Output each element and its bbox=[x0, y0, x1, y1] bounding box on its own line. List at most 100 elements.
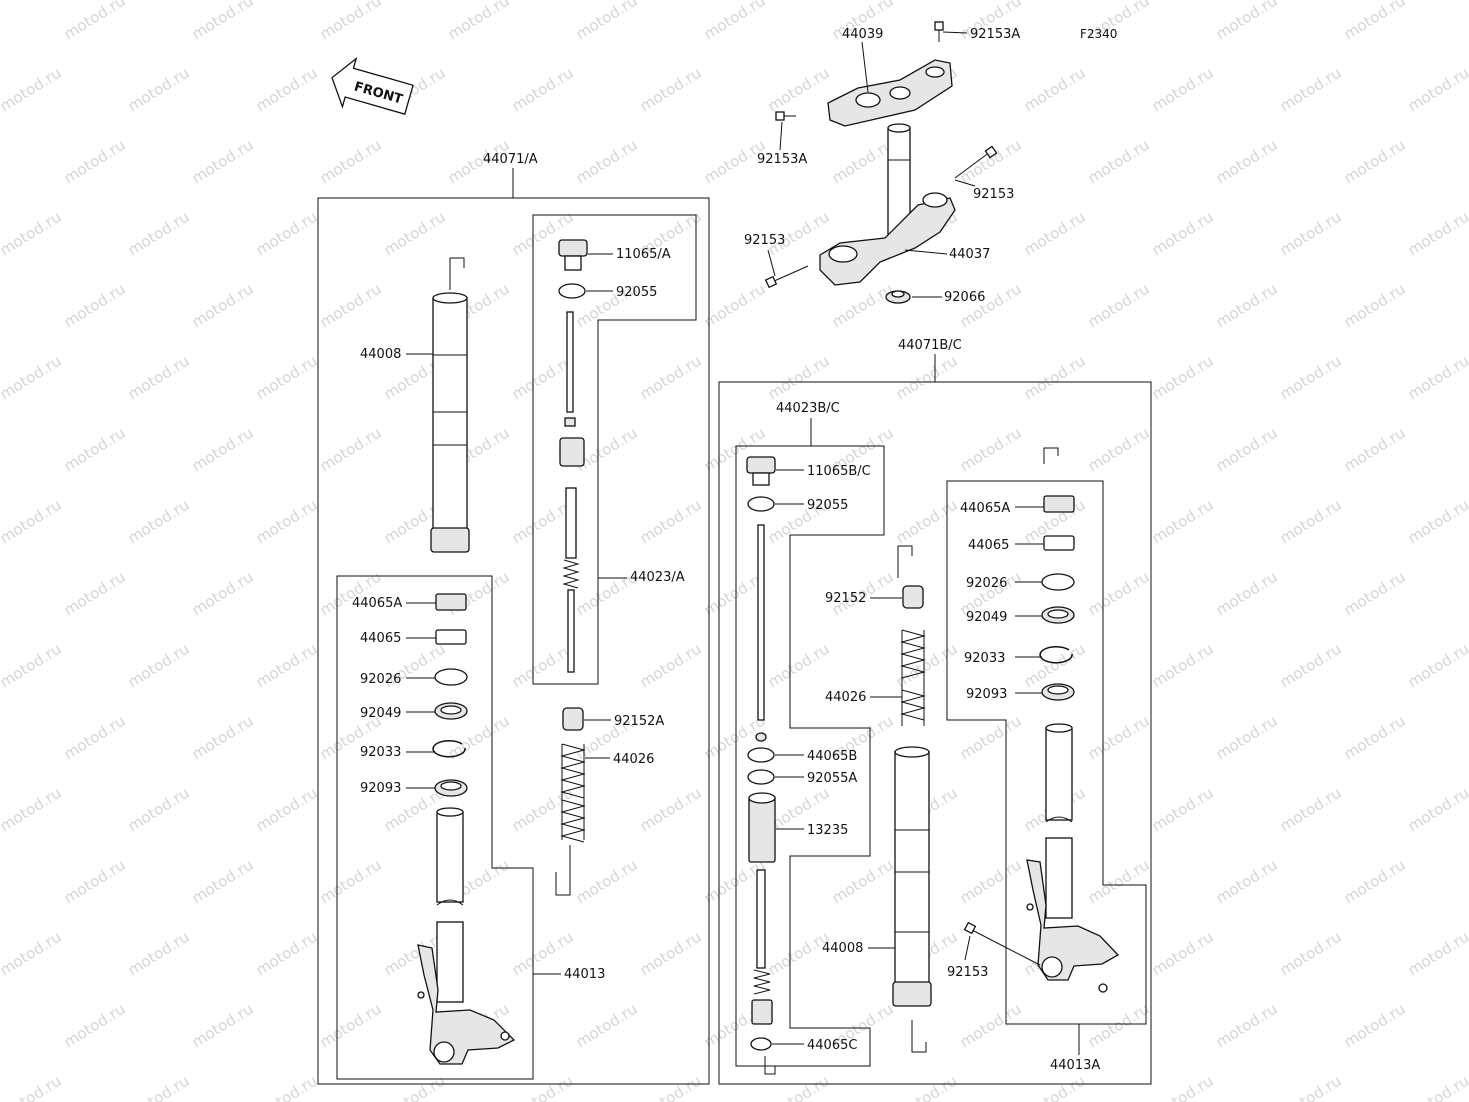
watermark-text: motod.ru bbox=[1149, 496, 1217, 548]
watermark-text: motod.ru bbox=[0, 208, 64, 260]
watermark-text: motod.ru bbox=[1341, 856, 1409, 908]
washer-92026-b bbox=[1041, 573, 1075, 591]
watermark-text: motod.ru bbox=[637, 784, 705, 836]
watermark-text: motod.ru bbox=[509, 352, 577, 404]
watermark-text: motod.ru bbox=[957, 712, 1025, 764]
outer-tube-44008-a bbox=[430, 257, 470, 553]
watermark-text: motod.ru bbox=[1277, 1072, 1345, 1102]
label-44065C: 44065C bbox=[807, 1038, 857, 1053]
watermark-text: motod.ru bbox=[189, 136, 257, 188]
label-92152: 92152 bbox=[825, 591, 866, 606]
watermark-text: motod.ru bbox=[0, 784, 64, 836]
label-44008-b: 44008 bbox=[822, 941, 863, 956]
watermark-text: motod.ru bbox=[701, 280, 769, 332]
watermark-text: motod.ru bbox=[189, 856, 257, 908]
watermark-text: motod.ru bbox=[1085, 280, 1153, 332]
break-line-spring bbox=[897, 545, 913, 578]
label-44039: 44039 bbox=[842, 27, 883, 42]
watermark-text: motod.ru bbox=[253, 352, 321, 404]
watermark-text: motod.ru bbox=[61, 712, 129, 764]
watermark-text: motod.ru bbox=[1021, 1072, 1089, 1102]
label-44023A: 44023/A bbox=[630, 570, 685, 585]
nut-92152 bbox=[902, 585, 924, 609]
label-92033-b: 92033 bbox=[964, 651, 1005, 666]
watermark-text: motod.ru bbox=[573, 136, 641, 188]
oil-seal-92049-b bbox=[1041, 606, 1075, 624]
bushing-44065A-a bbox=[435, 593, 467, 611]
watermark-text: motod.ru bbox=[829, 856, 897, 908]
watermark-text: motod.ru bbox=[1277, 352, 1345, 404]
watermark-text: motod.ru bbox=[1021, 352, 1089, 404]
bushing-44065-b bbox=[1043, 535, 1075, 551]
label-44008-a: 44008 bbox=[360, 347, 401, 362]
label-92055-b: 92055 bbox=[807, 498, 848, 513]
watermark-text: motod.ru bbox=[445, 0, 513, 43]
label-44065A-b: 44065A bbox=[960, 501, 1010, 516]
box-44071BC bbox=[718, 381, 1152, 1085]
watermark-text: motod.ru bbox=[1149, 64, 1217, 116]
outer-tube-44008-b bbox=[892, 746, 932, 1053]
label-44065A-a: 44065A bbox=[352, 596, 402, 611]
bolt-92153-b bbox=[963, 921, 1041, 966]
inner-tube-44013 bbox=[417, 807, 516, 1065]
oil-seal-92049-a bbox=[434, 702, 468, 720]
label-44071BC: 44071B/C bbox=[898, 338, 962, 353]
watermark-text: motod.ru bbox=[0, 352, 64, 404]
watermark-text: motod.ru bbox=[1213, 1000, 1281, 1052]
watermark-text: motod.ru bbox=[637, 64, 705, 116]
cap-bolt-11065A bbox=[558, 239, 588, 271]
watermark-text: motod.ru bbox=[1149, 928, 1217, 980]
watermark-text: motod.ru bbox=[1149, 640, 1217, 692]
watermark-text: motod.ru bbox=[957, 136, 1025, 188]
cap-bolt-11065BC bbox=[746, 456, 776, 486]
seal-92066 bbox=[885, 290, 911, 304]
watermark-text: motod.ru bbox=[189, 280, 257, 332]
label-11065A: 11065/A bbox=[616, 247, 671, 262]
watermark-text: motod.ru bbox=[1405, 352, 1469, 404]
watermark-text: motod.ru bbox=[253, 496, 321, 548]
watermark-text: motod.ru bbox=[125, 784, 193, 836]
watermark-text: motod.ru bbox=[1085, 568, 1153, 620]
watermark-text: motod.ru bbox=[957, 424, 1025, 476]
bolt-92153-left bbox=[764, 265, 809, 289]
watermark-text: motod.ru bbox=[509, 64, 577, 116]
watermark-text: motod.ru bbox=[253, 1072, 321, 1102]
watermark-text: motod.ru bbox=[1085, 856, 1153, 908]
watermark-text: motod.ru bbox=[189, 1000, 257, 1052]
label-44037: 44037 bbox=[949, 247, 990, 262]
bolt-92153A-left bbox=[775, 111, 796, 121]
watermark-text: motod.ru bbox=[61, 568, 129, 620]
watermark-text: motod.ru bbox=[637, 1072, 705, 1102]
watermark-text: motod.ru bbox=[957, 856, 1025, 908]
label-44026-a: 44026 bbox=[613, 752, 654, 767]
watermark-text: motod.ru bbox=[1341, 136, 1409, 188]
watermark-text: motod.ru bbox=[1277, 64, 1345, 116]
watermark-text: motod.ru bbox=[253, 640, 321, 692]
watermark-text: motod.ru bbox=[317, 568, 385, 620]
watermark-text: motod.ru bbox=[0, 496, 64, 548]
watermark-text: motod.ru bbox=[125, 352, 193, 404]
label-44065-b: 44065 bbox=[968, 538, 1009, 553]
watermark-text: motod.ru bbox=[1213, 424, 1281, 476]
watermark-text: motod.ru bbox=[1341, 280, 1409, 332]
bolt-92153A-top bbox=[934, 21, 944, 42]
label-44065B: 44065B bbox=[807, 749, 857, 764]
label-92093-a: 92093 bbox=[360, 781, 401, 796]
watermark-text: motod.ru bbox=[125, 208, 193, 260]
label-92055A: 92055A bbox=[807, 771, 857, 786]
watermark-text: motod.ru bbox=[1341, 1000, 1409, 1052]
watermark-text: motod.ru bbox=[509, 784, 577, 836]
watermark-text: motod.ru bbox=[1085, 1000, 1153, 1052]
watermark-text: motod.ru bbox=[957, 1000, 1025, 1052]
watermark-text: motod.ru bbox=[1405, 640, 1469, 692]
watermark-text: motod.ru bbox=[61, 136, 129, 188]
watermark-text: motod.ru bbox=[61, 856, 129, 908]
circlip-92033-b bbox=[1039, 645, 1073, 664]
watermark-text: motod.ru bbox=[1213, 0, 1281, 43]
watermark-text: motod.ru bbox=[637, 496, 705, 548]
watermark-text: motod.ru bbox=[253, 784, 321, 836]
watermark-text: motod.ru bbox=[893, 496, 961, 548]
bushing-44065-a bbox=[435, 629, 467, 645]
damper-rod-44023BC bbox=[747, 524, 776, 1075]
washer-92026-a bbox=[434, 668, 468, 686]
